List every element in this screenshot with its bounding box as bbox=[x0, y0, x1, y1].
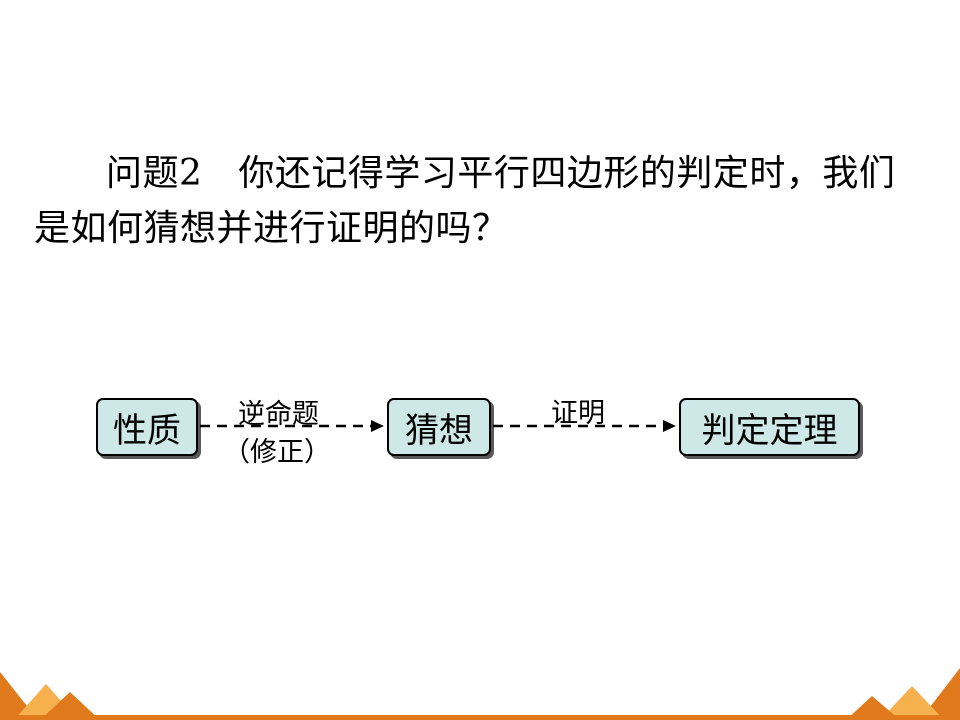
arrow-proof-head bbox=[663, 420, 676, 432]
footer-decoration-right bbox=[846, 668, 960, 720]
arrow-converse-head bbox=[371, 420, 384, 432]
node-property-label: 性质 bbox=[113, 410, 181, 451]
edge-converse-sublabel: （修正） bbox=[223, 437, 331, 468]
node-theorem-label: 判定定理 bbox=[701, 410, 838, 451]
question-label: 问题2 bbox=[106, 153, 203, 194]
footer-decoration-left bbox=[0, 672, 100, 720]
node-theorem: 判定定理 bbox=[679, 398, 860, 456]
question-text: 你还记得学习平行四边形的判定时，我们是如何猜想并进行证明的吗？ bbox=[34, 153, 896, 249]
node-conjecture-label: 猜想 bbox=[405, 410, 473, 451]
footer-bar bbox=[0, 715, 960, 720]
node-property: 性质 bbox=[96, 398, 198, 456]
edge-proof-label: 证明 bbox=[551, 398, 605, 429]
node-conjecture: 猜想 bbox=[387, 398, 491, 456]
edge-converse-label: 逆命题 bbox=[238, 399, 319, 430]
